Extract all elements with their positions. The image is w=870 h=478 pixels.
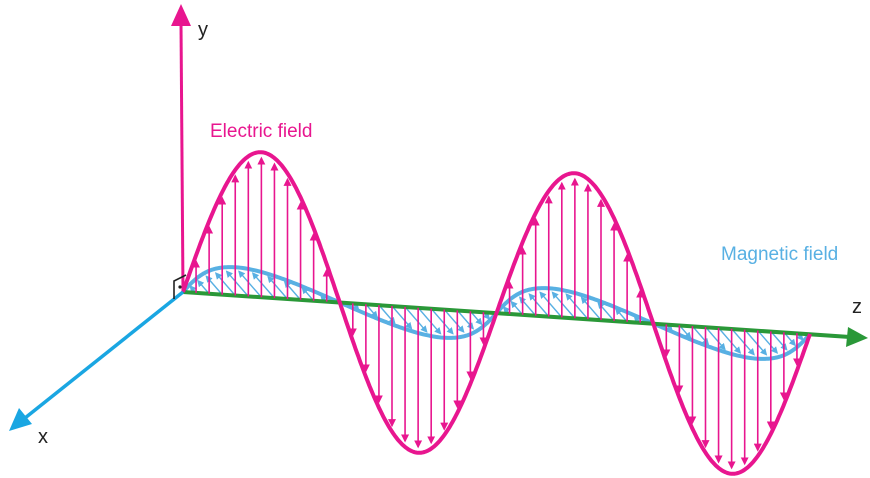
magnetic-field-vector [757, 330, 779, 354]
magnetic-field-vector [430, 308, 454, 335]
y-axis [171, 4, 191, 293]
y-axis-label: y [198, 19, 208, 41]
magnetic-field-vector [404, 306, 428, 333]
magnetic-field-vector [510, 300, 524, 316]
magnetic-field-vector [718, 327, 742, 354]
y-axis-arrowhead [171, 4, 191, 26]
magnetic-field-vector [391, 305, 413, 330]
magnetic-field-vector [251, 272, 275, 299]
electric-field-wave [181, 150, 812, 476]
x-axis-label: x [38, 426, 48, 448]
magnetic-field-vector [539, 291, 563, 318]
magnetic-field-vector [238, 270, 262, 298]
right-angle-marker [173, 274, 187, 299]
magnetic-field-vector [580, 296, 602, 321]
magnetic-field-vector [731, 328, 755, 356]
magnetic-field-vector [267, 275, 289, 300]
magnetic-field-vector [565, 293, 589, 320]
magnetic-field-vector [615, 307, 628, 323]
magnetic-field-vector [704, 326, 726, 351]
magnetic-field-vector [443, 309, 465, 333]
magnetic-field-vector [301, 286, 315, 302]
electric-field-vectors [192, 156, 801, 470]
magnetic-field-vector [225, 270, 249, 297]
z-axis [182, 290, 868, 347]
magnetic-field-vector [551, 291, 576, 319]
magnetic-field-label: Magnetic field [721, 244, 838, 265]
magnetic-field-vector [197, 279, 210, 295]
x-axis-arrowhead [9, 408, 32, 431]
magnetic-field-vector [744, 329, 768, 356]
magnetic-field-vector [214, 272, 236, 296]
magnetic-field-vector [528, 293, 550, 317]
z-axis-label: z [852, 296, 862, 318]
x-axis [9, 290, 185, 431]
electric-field-label: Electric field [210, 121, 312, 142]
magnetic-field-vector [417, 307, 442, 335]
z-axis-arrowhead [846, 327, 868, 347]
